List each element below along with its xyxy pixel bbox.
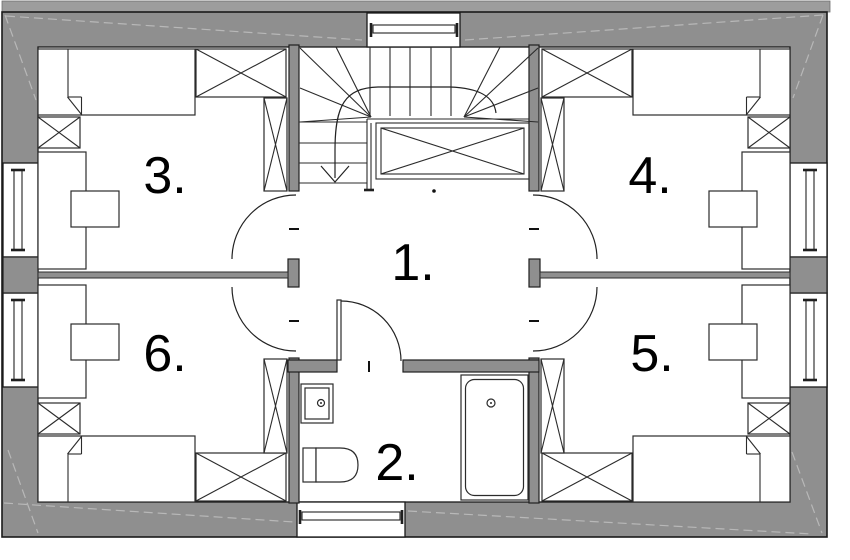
room-labels: 1. 2. 3. 4. 5. 6. — [143, 147, 673, 492]
room-label-bedroom-4: 4. — [628, 147, 671, 205]
chair — [70, 190, 120, 228]
door-swing-room-5 — [532, 286, 598, 352]
bedroom-3-furniture — [37, 48, 288, 270]
window-icons — [11, 23, 817, 524]
room-label-hall: 1. — [391, 234, 434, 292]
bathroom-wall-right — [528, 357, 540, 504]
toilet-icon — [302, 447, 359, 483]
chair — [708, 190, 758, 228]
ceiling-point-mark — [432, 189, 436, 193]
wall-pier-right — [789, 256, 828, 294]
wall-pier-left — [2, 256, 39, 294]
wall-cap-left — [287, 258, 300, 288]
bed-sheet-fold-icon — [67, 49, 83, 115]
door-threshold-marks — [289, 228, 539, 372]
window-icon-right-bottom — [803, 298, 817, 382]
stair-treads-straight — [369, 47, 452, 116]
bathroom-fixtures — [300, 374, 529, 501]
chair — [70, 323, 120, 361]
chair — [708, 323, 758, 361]
window-icon-bottom — [298, 510, 404, 524]
doors — [231, 189, 598, 372]
bed — [632, 48, 791, 116]
room-label-bedroom-6: 6. — [143, 325, 186, 383]
door-swing-room-4 — [532, 194, 598, 260]
stair-void-opening — [375, 122, 530, 180]
window-icon-left-bottom — [11, 298, 25, 382]
bathroom-wall-left — [288, 357, 300, 504]
bathtub-icon — [460, 374, 529, 501]
hall-bottom-wall-left — [287, 359, 338, 373]
stair-railing — [364, 118, 529, 192]
window-icon-right-top — [803, 168, 817, 252]
door-swing-bathroom — [340, 300, 402, 362]
stair-wall-left — [288, 44, 300, 192]
partition-rooms-3-6 — [37, 271, 289, 279]
window-icon-left-top — [11, 168, 25, 252]
room-label-bedroom-3: 3. — [143, 147, 186, 205]
bed-sheet-fold-icon — [67, 436, 83, 502]
bedroom-4-furniture — [540, 48, 791, 270]
stair-winders-left — [299, 46, 372, 123]
door-swing-room-3 — [231, 194, 297, 260]
stair-wall-right — [528, 44, 540, 192]
bed — [37, 435, 196, 503]
staircase — [299, 46, 539, 192]
door-leaf-bathroom — [336, 299, 342, 361]
sink-icon — [300, 383, 334, 424]
bedroom-5-furniture — [540, 284, 791, 503]
bedroom-6-furniture — [37, 284, 288, 503]
stair-down-arrow-icon — [320, 165, 350, 183]
bed — [37, 48, 196, 116]
bed-sheet-fold-icon — [745, 436, 761, 502]
partition-rooms-4-5 — [539, 271, 791, 279]
roof-edge-strip — [1, 0, 831, 13]
interior-walls — [2, 44, 828, 504]
room-label-bedroom-5: 5. — [630, 325, 673, 383]
wall-cap-right — [528, 258, 541, 288]
room-label-bathroom: 2. — [375, 434, 418, 492]
roof-plane-dashed-lines — [3, 14, 824, 535]
stair-treads-flight — [299, 121, 367, 184]
bed — [632, 435, 791, 503]
window-icon-top — [369, 23, 459, 37]
bed-sheet-fold-icon — [745, 49, 761, 115]
door-swing-room-6 — [231, 286, 297, 352]
stair-walking-line — [334, 86, 497, 178]
hall-bottom-wall-right — [402, 359, 540, 373]
